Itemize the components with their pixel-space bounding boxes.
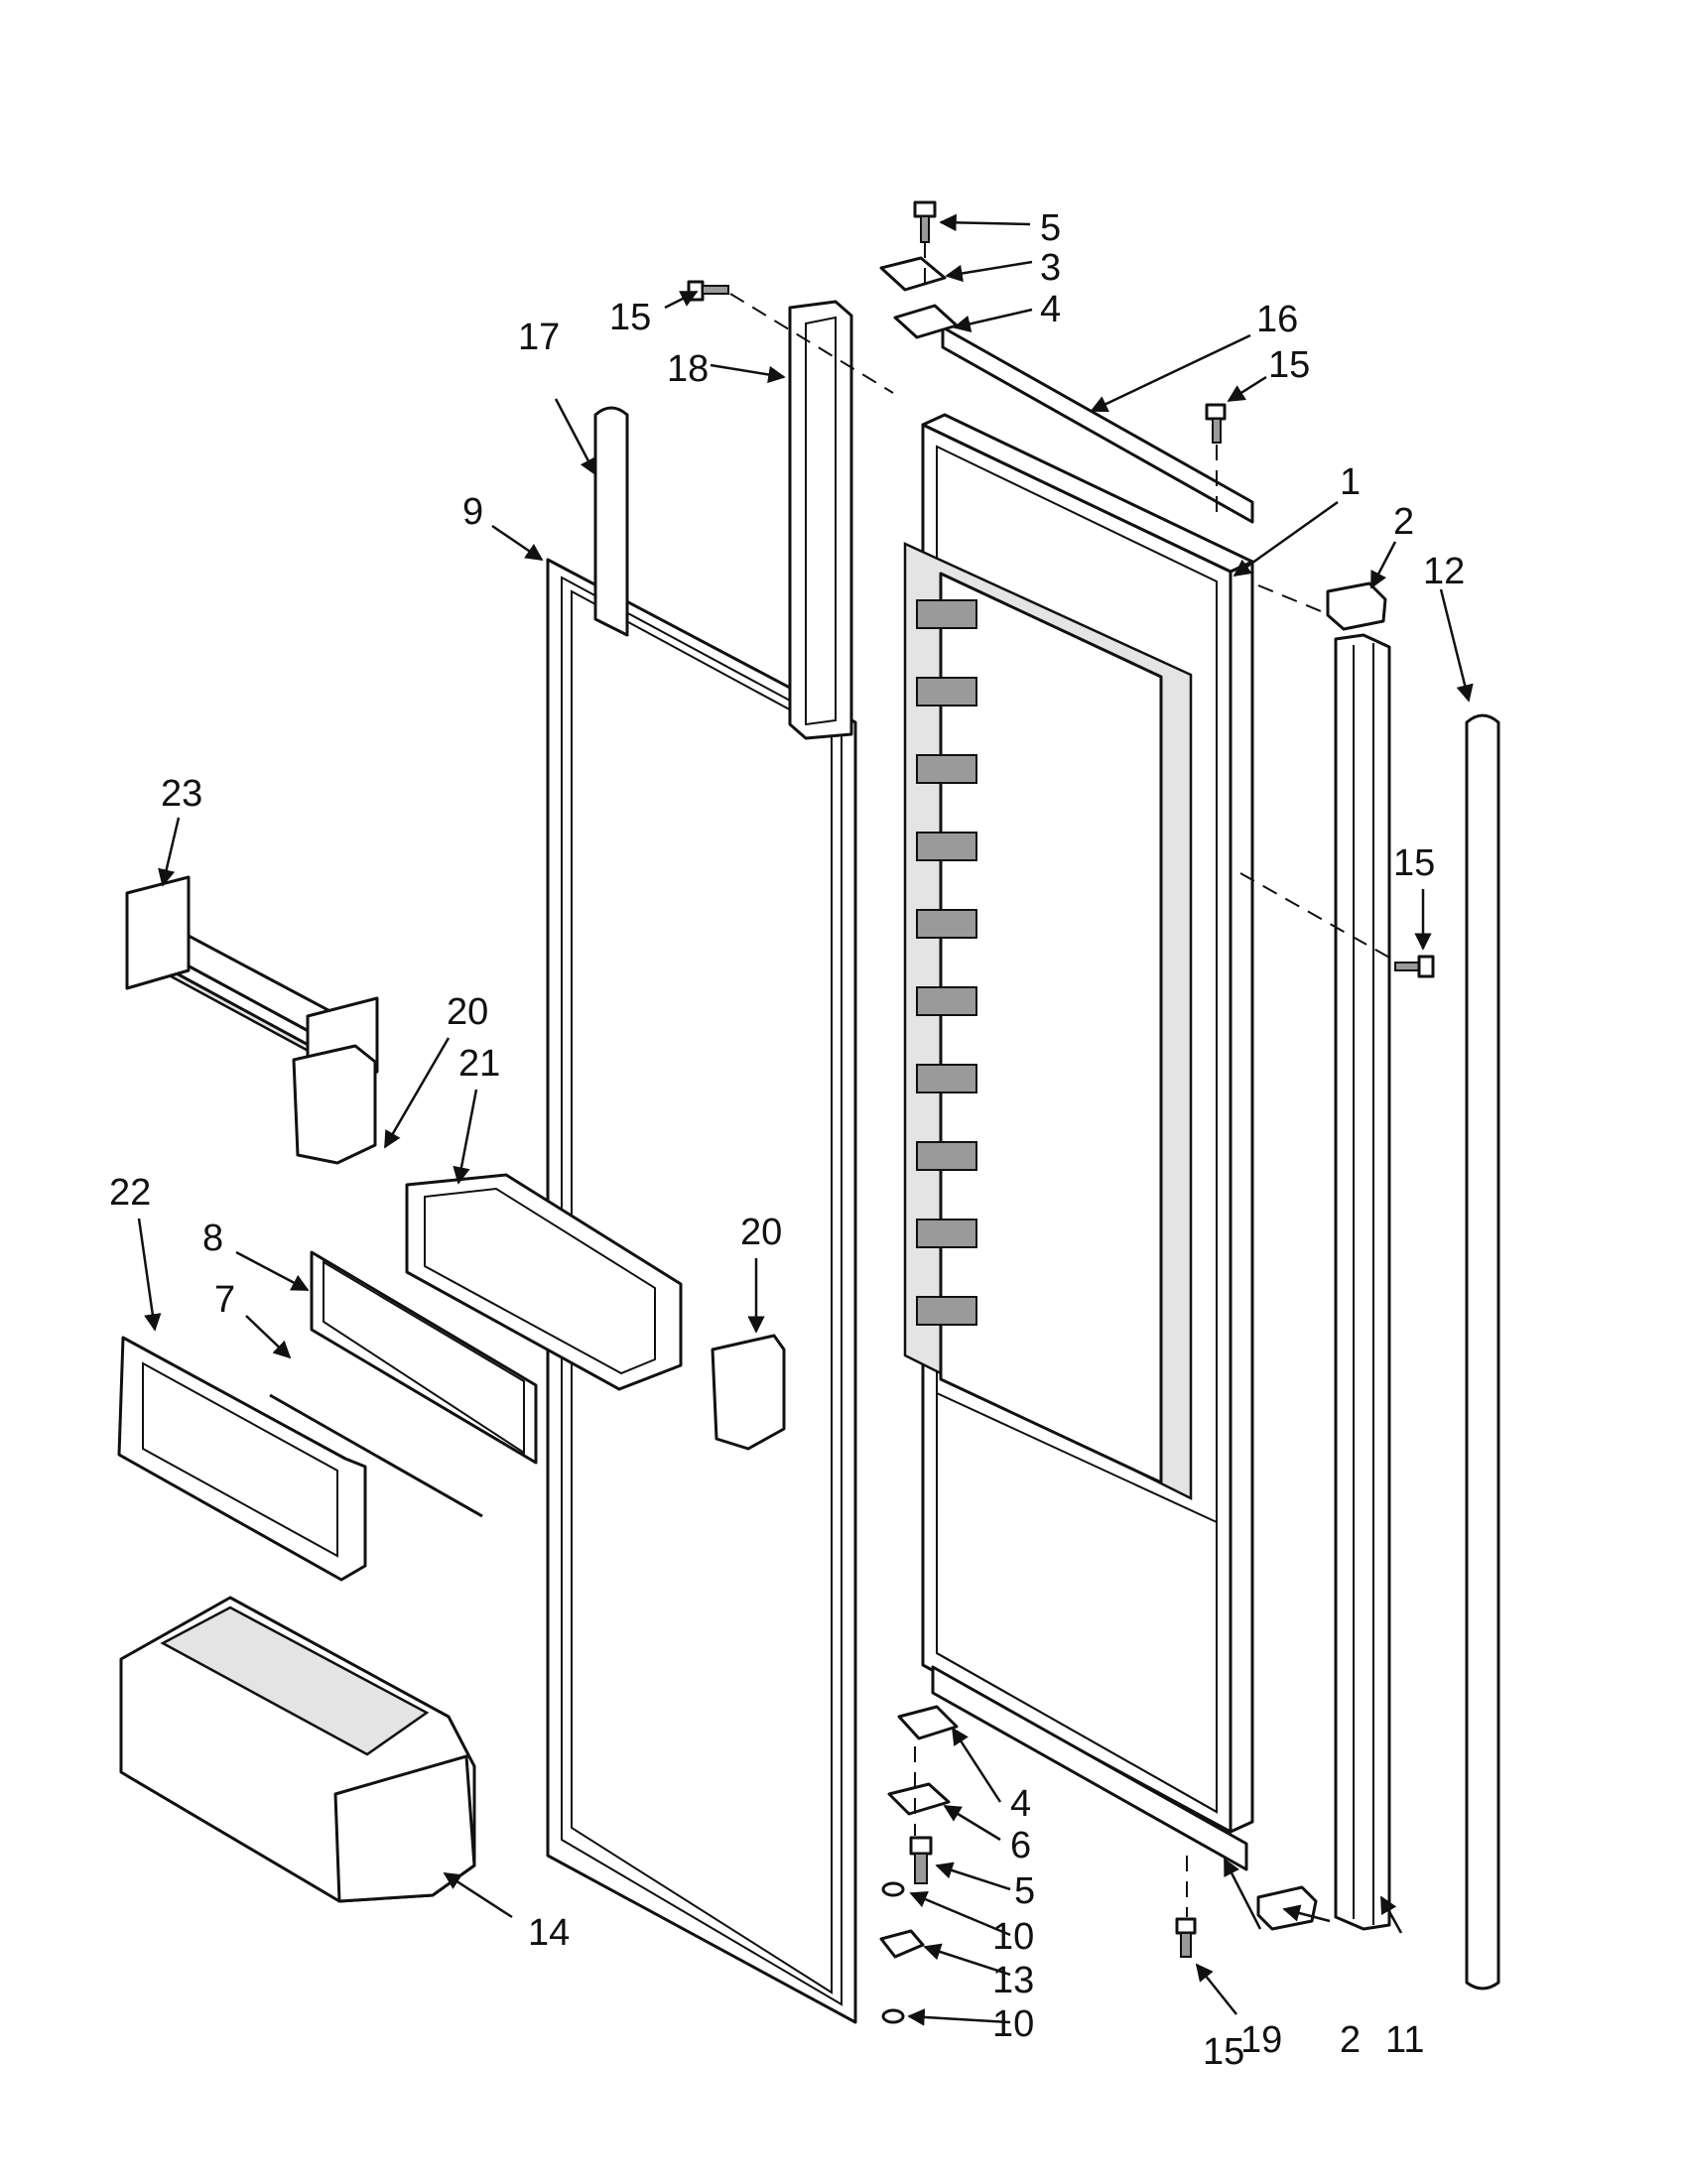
hinge-bracket-6 bbox=[887, 1782, 951, 1816]
callout-14: 14 bbox=[528, 1912, 570, 1954]
washer-10-upper bbox=[881, 1881, 905, 1897]
end-cap-20-right bbox=[711, 1334, 786, 1451]
callout-16: 16 bbox=[1256, 299, 1298, 340]
handle-trim-12 bbox=[1465, 713, 1500, 1991]
end-cap-20-left bbox=[292, 1044, 377, 1165]
door-bin-14 bbox=[119, 1596, 476, 1903]
top-channel bbox=[941, 325, 1254, 524]
callout-11: 11 bbox=[1385, 2019, 1424, 2061]
callout-18: 18 bbox=[667, 348, 709, 390]
washer-10-lower bbox=[881, 2008, 905, 2024]
door-stop-2-top bbox=[1326, 581, 1387, 631]
callout-19: 19 bbox=[1240, 2019, 1282, 2061]
callout-21: 21 bbox=[458, 1043, 500, 1085]
hinge-pin-5-bottom bbox=[909, 1836, 933, 1884]
callout-6: 6 bbox=[1010, 1825, 1031, 1866]
door-trim-11 bbox=[1334, 633, 1391, 1931]
callout-5-bottom: 5 bbox=[1014, 1870, 1035, 1912]
callout-3: 3 bbox=[1040, 247, 1061, 289]
leader-arrows bbox=[137, 213, 1474, 2026]
callout-7: 7 bbox=[214, 1279, 235, 1321]
callout-20-left: 20 bbox=[447, 991, 488, 1033]
door-gasket bbox=[546, 558, 857, 2024]
callout-15-top-right: 15 bbox=[1268, 344, 1310, 386]
dairy-door-frame-8 bbox=[310, 1250, 538, 1465]
hinge-plate-3 bbox=[879, 256, 947, 292]
dairy-bin-21 bbox=[405, 1173, 683, 1391]
door-stop-2-bottom bbox=[1256, 1885, 1318, 1931]
callout-labels: 1 2 2 3 4 4 5 5 6 7 8 9 10 10 11 12 13 1… bbox=[109, 207, 1465, 2073]
assembly-lines bbox=[729, 242, 1392, 1917]
callout-12: 12 bbox=[1423, 551, 1465, 592]
callout-15-top-left: 15 bbox=[609, 297, 651, 338]
callout-9: 9 bbox=[462, 491, 483, 533]
trim-strip-17 bbox=[593, 406, 629, 637]
callout-2-bottom: 2 bbox=[1340, 2019, 1361, 2061]
bin-supports bbox=[916, 599, 977, 1326]
breaker-strip-18 bbox=[788, 300, 853, 740]
door-liner-assembly bbox=[903, 413, 1254, 1834]
callout-4-bottom: 4 bbox=[1010, 1783, 1031, 1825]
hinge-screw-5-top bbox=[913, 200, 937, 243]
callout-1: 1 bbox=[1340, 461, 1361, 503]
screw-15-bottom bbox=[1175, 1917, 1197, 1958]
screw-15-mid bbox=[1394, 955, 1435, 978]
hinge-cam-13 bbox=[879, 1929, 925, 1959]
callout-4-top: 4 bbox=[1040, 289, 1061, 330]
callout-15-mid: 15 bbox=[1393, 842, 1435, 884]
callout-10-upper: 10 bbox=[992, 1916, 1034, 1958]
callout-22: 22 bbox=[109, 1172, 151, 1214]
callout-10-lower: 10 bbox=[992, 2003, 1034, 2045]
callout-20-right: 20 bbox=[740, 1212, 782, 1253]
rod-7 bbox=[269, 1393, 483, 1518]
callout-17: 17 bbox=[518, 317, 560, 358]
bottom-channel bbox=[931, 1665, 1248, 1871]
callout-5-top: 5 bbox=[1040, 207, 1061, 249]
callout-2-top: 2 bbox=[1393, 501, 1414, 543]
callout-15-bottom: 15 bbox=[1203, 2031, 1244, 2073]
dairy-door-22 bbox=[117, 1336, 367, 1582]
screw-15-top-left bbox=[687, 280, 729, 302]
screw-15-top-right bbox=[1205, 403, 1227, 444]
callout-23: 23 bbox=[161, 773, 202, 815]
callout-13: 13 bbox=[992, 1960, 1034, 2001]
hinge-shim-4-bottom bbox=[897, 1705, 959, 1740]
callout-8: 8 bbox=[202, 1218, 223, 1259]
